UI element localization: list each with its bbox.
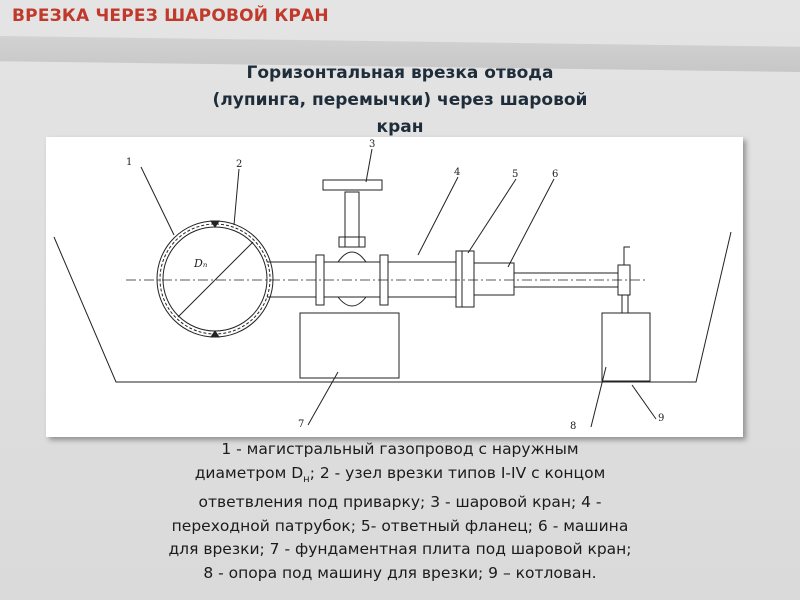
pit-outline [53,231,732,383]
label-6: 6 [552,169,558,180]
cutting-machine-body [473,262,515,296]
caption-line: для врезки; 7 - фундаментная плита под ш… [168,540,632,559]
heading-line: (лупинга, перемычки) через шаровой [212,90,588,110]
leader-4 [417,176,459,256]
main-pipe-inner [162,226,268,332]
valve-stem-collar [338,236,366,248]
technical-drawing: 1 2 3 4 5 6 7 8 9 Dₙ [46,137,743,437]
valve-stem [344,191,360,248]
label-4: 4 [454,167,460,178]
top-mark [210,220,220,228]
bottom-mark [210,330,220,338]
mating-flange [455,250,475,308]
main-pipe-ring [159,223,271,335]
valve-handle [322,179,383,191]
leader-7 [307,371,339,426]
leader-6 [507,178,555,268]
label-8: 8 [570,421,576,432]
label-2: 2 [236,159,242,170]
label-9: 9 [658,413,664,424]
heading-line: кран [376,117,424,137]
caption-line: переходной патрубок; 5- ответный фланец;… [171,516,629,535]
leader-8 [590,366,607,428]
leader-2 [233,168,240,226]
diameter-label: Dₙ [193,257,207,270]
diameter-line [177,241,254,318]
ball-valve-body [337,251,367,263]
leader-3 [365,148,373,183]
leader-9 [631,384,657,420]
leader-1 [140,166,175,236]
label-7: 7 [298,419,304,430]
caption-line: ответвления под приварку; 3 - шаровой кр… [198,493,602,512]
caption-line: 1 - магистральный газопровод с наружным [221,440,579,458]
machine-support [601,312,651,382]
leader-5 [467,178,517,254]
slide-title: ВРЕЗКА ЧЕРЕЗ ШАРОВОЙ КРАН [12,6,329,26]
diagram-heading: Горизонтальная врезка отвода (лупинга, п… [150,60,650,141]
drawing-svg: 1 2 3 4 5 6 7 8 9 Dₙ [53,139,732,432]
heading-line: Горизонтальная врезка отвода [246,63,554,83]
main-pipe-outer [156,220,274,338]
label-1: 1 [126,157,132,168]
label-5: 5 [512,169,518,180]
caption-line: 8 - опора под машину для врезки; 9 – кот… [203,563,597,582]
foundation-slab [299,312,400,379]
caption-line: диаметром Dн; 2 - узел врезки типов I-IV… [194,463,606,485]
figure-caption: 1 - магистральный газопровод с наружным … [90,438,710,585]
label-3: 3 [369,139,375,150]
